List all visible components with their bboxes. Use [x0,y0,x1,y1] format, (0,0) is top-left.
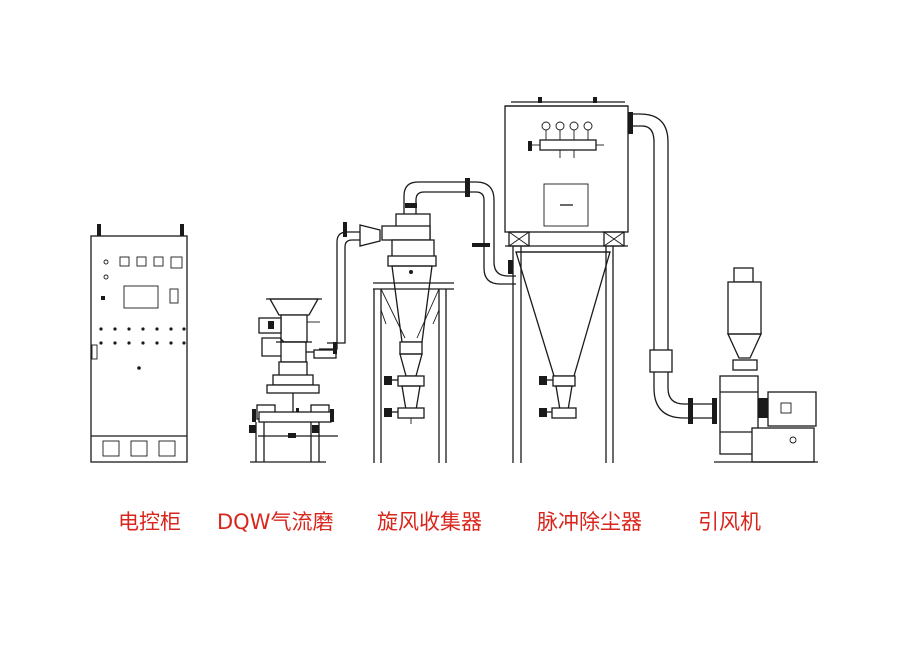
pipe-cyclone-to-collector [483,248,516,285]
fan-drawing [714,267,818,463]
cyclone-drawing [373,178,495,463]
pipe-collector-to-fan [649,349,717,424]
pulse-collector-drawing [504,97,669,463]
control-cabinet-drawing [90,224,188,463]
label-cyclone-collector: 旋风收集器 [377,510,482,534]
label-induced-draft-fan: 引风机 [698,510,761,534]
label-control-cabinet: 电控柜 [118,510,181,534]
pipe-mill-to-cyclone [319,222,381,354]
label-pulse-dust-collector: 脉冲除尘器 [537,510,642,534]
jet-mill-drawing [249,298,338,463]
label-jet-mill: DQW气流磨 [217,510,334,534]
